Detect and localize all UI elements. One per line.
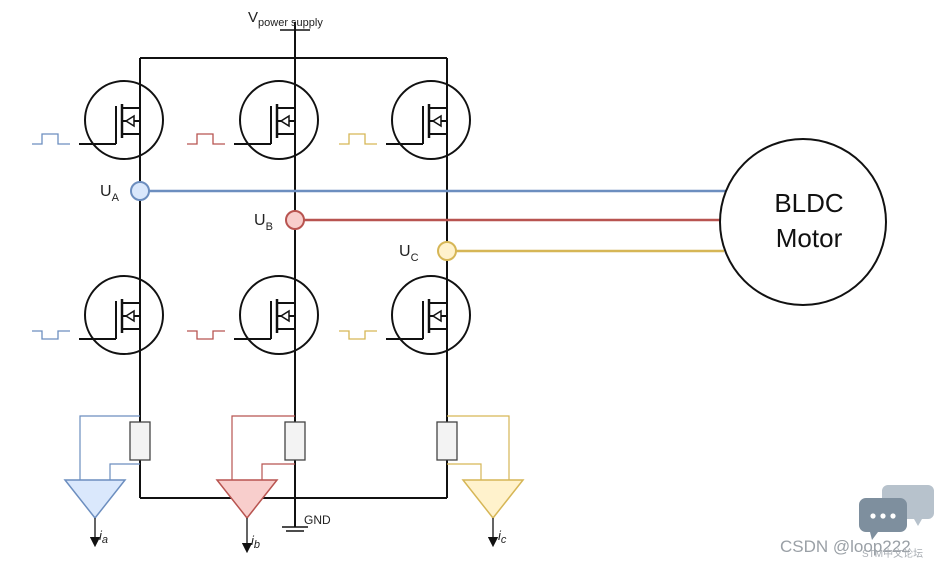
mosfet-a-low — [79, 275, 164, 355]
gate-pulse-c-high — [339, 133, 377, 145]
gate-signals — [32, 133, 377, 340]
ground-label: GND — [304, 513, 331, 527]
mosfet-c-high — [386, 80, 471, 160]
shunt-resistor-a — [129, 421, 151, 461]
mosfet-c-low — [386, 275, 471, 355]
gate-pulse-a-high — [32, 133, 70, 145]
sense-c — [436, 415, 525, 548]
amplifier-b — [215, 479, 279, 520]
gate-pulse-a-low — [32, 330, 70, 340]
node-a — [130, 181, 150, 201]
motor-label-line2: Motor — [776, 223, 843, 253]
node-c-label: UC — [399, 243, 419, 264]
node-c — [437, 241, 457, 261]
watermark-subtext: STM中文论坛 — [862, 547, 923, 560]
shunt-resistor-c — [436, 421, 458, 461]
supply-rail — [140, 22, 447, 59]
sense-b — [215, 415, 306, 554]
ground-rail — [140, 497, 447, 532]
mosfet-group — [79, 80, 471, 355]
mosfet-a-high — [79, 80, 164, 160]
shunt-resistor-b — [284, 421, 306, 461]
current-c-label: ic — [498, 528, 507, 546]
chat-bubble-icon — [859, 485, 934, 540]
amplifier-a — [63, 479, 127, 520]
current-b-label: ib — [251, 533, 260, 551]
current-a-label: ia — [99, 528, 108, 546]
mosfet-b-low — [234, 275, 319, 355]
gate-pulse-b-high — [187, 133, 225, 145]
phase-lines — [140, 189, 726, 253]
amplifier-c — [461, 479, 525, 520]
mosfet-b-high — [234, 80, 319, 160]
sense-a — [63, 415, 151, 548]
node-b — [285, 210, 305, 230]
supply-label: Vpower supply — [248, 9, 323, 29]
gate-pulse-b-low — [187, 330, 225, 340]
gate-pulse-c-low — [339, 330, 377, 340]
current-sensing — [63, 415, 525, 554]
node-a-label: UA — [100, 183, 120, 204]
bldc-motor: BLDC Motor — [719, 138, 887, 306]
node-b-label: UB — [254, 212, 273, 233]
watermark-text: CSDN @loop222 — [780, 537, 911, 556]
motor-label-line1: BLDC — [774, 188, 843, 218]
